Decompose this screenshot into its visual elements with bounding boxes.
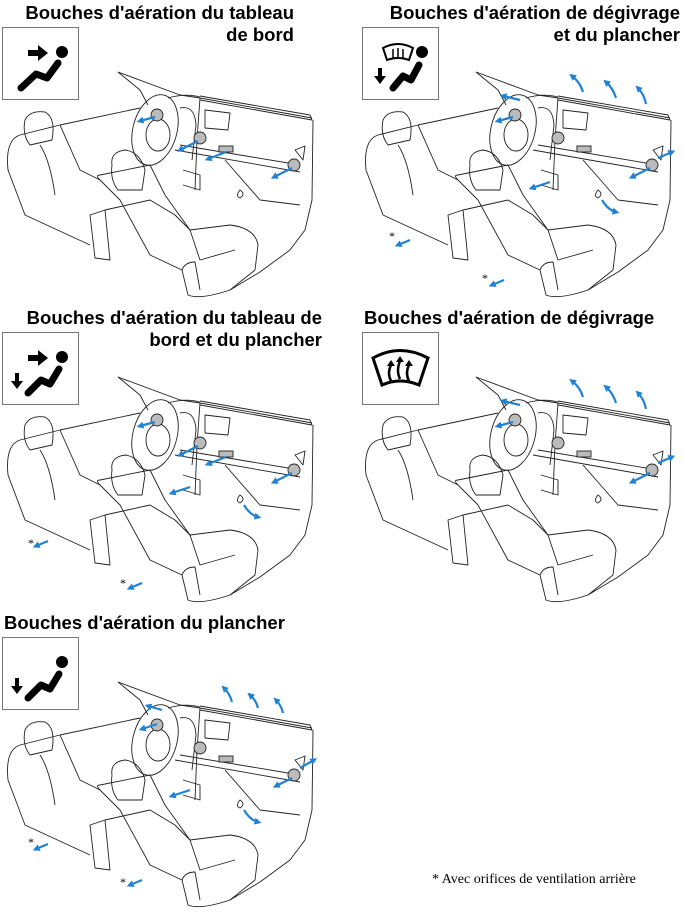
floor-vents-section: Bouches d'aération du plancher * * <box>0 610 340 915</box>
panel-title: Bouches d'aération de dégivrage <box>364 307 654 329</box>
car-interior-illustration <box>358 305 676 610</box>
panel-vent-icon <box>2 27 79 100</box>
title-line: de bord <box>226 24 294 45</box>
asterisk-label: * <box>482 271 488 285</box>
panel-floor-section: Bouches d'aération du tableau de bord et… <box>0 305 340 610</box>
car-interior-illustration: * * <box>358 0 676 305</box>
panel-title: Bouches d'aération du tableau de bord et… <box>4 307 322 351</box>
floor-vent-icon <box>2 637 79 710</box>
asterisk-label: * <box>120 576 126 590</box>
panel-title: Bouches d'aération de dégivrage et du pl… <box>362 2 680 46</box>
car-interior-illustration: * * <box>0 305 340 610</box>
footnote: * Avec orifices de ventilation arrière <box>432 872 636 887</box>
panel-title: Bouches d'aération du tableau de bord <box>4 2 294 46</box>
title-line: Bouches d'aération du plancher <box>4 612 285 633</box>
asterisk-label: * <box>389 229 395 243</box>
panel-title: Bouches d'aération du plancher <box>4 612 285 634</box>
title-line: Bouches d'aération du tableau <box>25 2 294 23</box>
asterisk-label: * <box>28 835 34 849</box>
defrost-icon <box>362 332 439 405</box>
defrost-section: Bouches d'aération de dégivrage <box>358 305 684 610</box>
defrost-floor-section: Bouches d'aération de dégivrage et du pl… <box>358 0 684 305</box>
asterisk-label: * <box>120 875 126 889</box>
defrost-floor-icon <box>362 27 439 100</box>
title-line: Bouches d'aération de dégivrage <box>364 307 655 328</box>
title-line: et du plancher <box>553 24 680 45</box>
car-interior-illustration <box>0 0 340 305</box>
title-line: bord et du plancher <box>149 329 322 350</box>
panel-floor-icon <box>2 332 79 405</box>
title-line: Bouches d'aération de dégivrage <box>389 2 680 23</box>
car-interior-illustration: * * <box>0 610 318 915</box>
title-line: Bouches d'aération du tableau de <box>26 307 322 328</box>
asterisk-label: * <box>28 536 34 550</box>
panel-vents-section: Bouches d'aération du tableau de bord <box>0 0 340 305</box>
